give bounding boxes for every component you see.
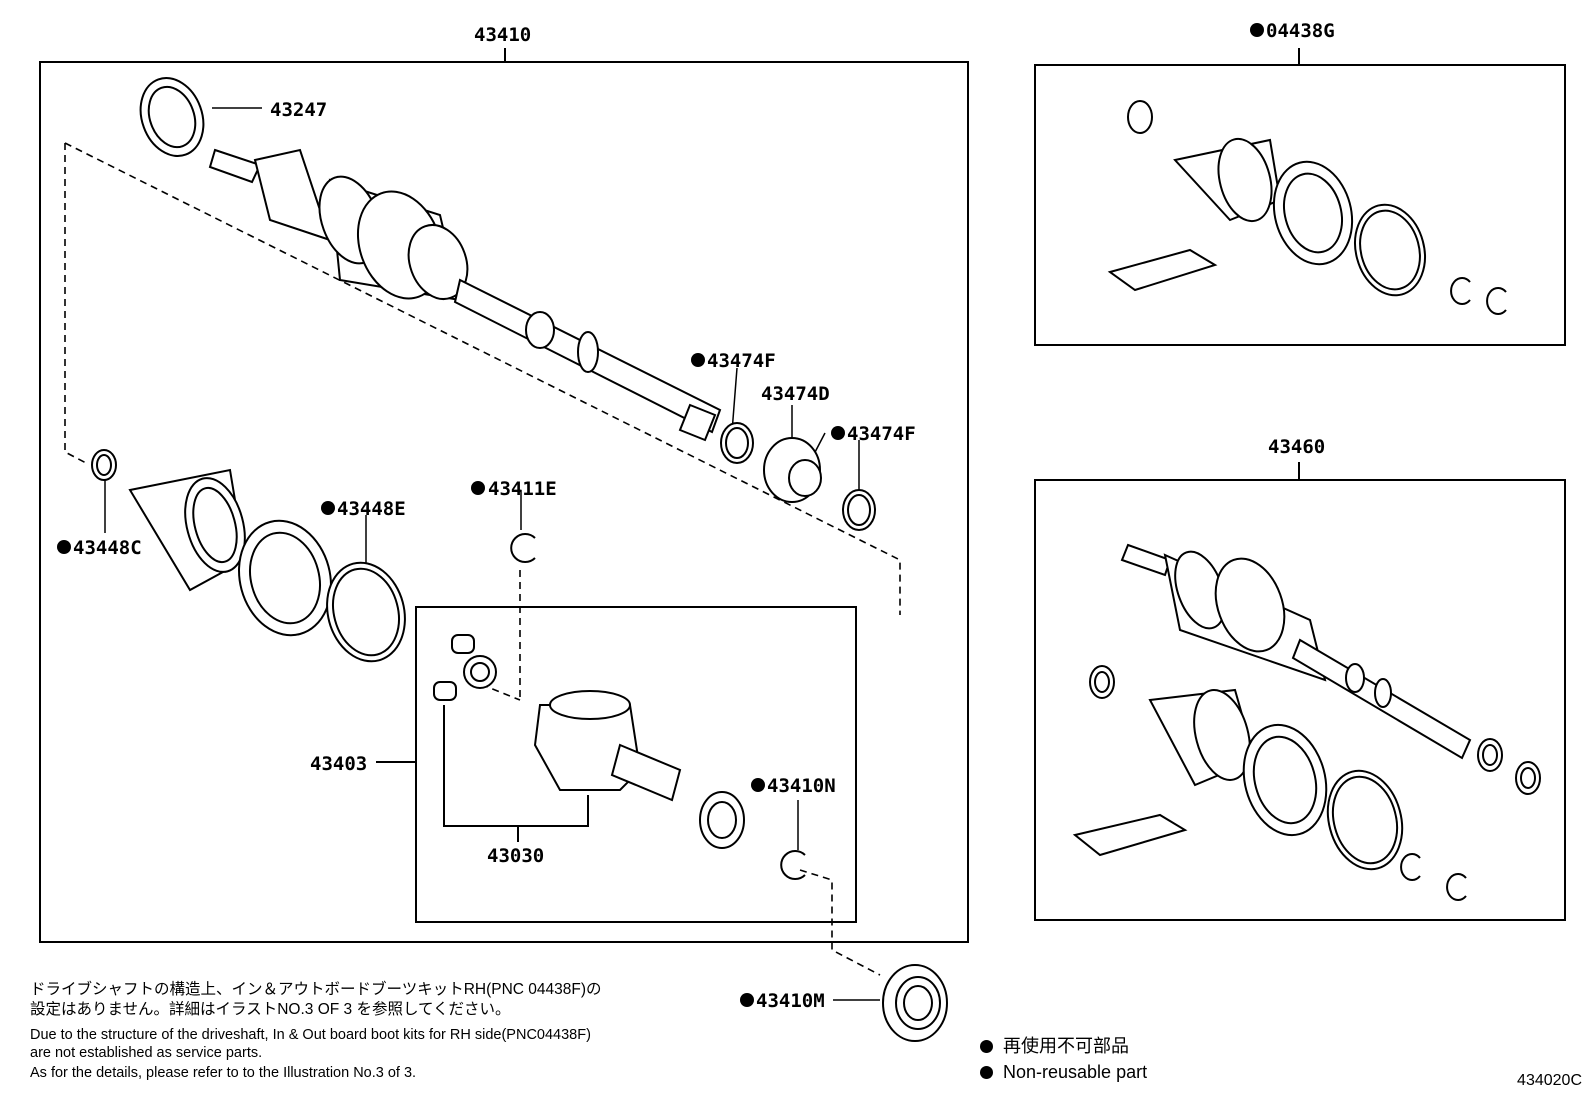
bullet-43448E [321, 501, 335, 515]
snap-ring-43411E [510, 533, 536, 563]
label-43411E: 43411E [488, 478, 557, 500]
illustration-id: 434020C [1517, 1072, 1582, 1089]
driveshaft-assembly-43460 [1072, 543, 1541, 901]
legend-jp: 再使用不可部品 [1003, 1036, 1129, 1056]
snap-ring-43410N [780, 850, 806, 880]
label-43247: 43247 [270, 99, 327, 121]
bullet-43474F-a [691, 353, 705, 367]
label-43448E: 43448E [337, 498, 406, 520]
legend: 再使用不可部品 Non-reusable part [980, 1033, 1147, 1085]
bullet-04438G [1250, 23, 1264, 37]
driveshaft-assembly-43410 [208, 148, 722, 442]
bullet-43474F-b [831, 426, 845, 440]
label-43474F-a: 43474F [707, 350, 776, 372]
note-jp-2: 設定はありません。詳細はイラストNO.3 OF 3 を参照してください。 [30, 1001, 511, 1018]
note-en-1: Due to the structure of the driveshaft, … [30, 1027, 591, 1043]
label-04438G: 04438G [1266, 20, 1335, 42]
label-43410: 43410 [474, 24, 531, 46]
bullet-icon [980, 1066, 993, 1079]
label-43474F-b: 43474F [847, 423, 916, 445]
legend-en: Non-reusable part [1003, 1062, 1148, 1082]
frame-43403 [415, 606, 857, 923]
boot [128, 468, 247, 592]
label-43030: 43030 [487, 845, 544, 867]
label-43474D: 43474D [761, 383, 830, 405]
frame-43460 [1034, 479, 1566, 921]
label-43403: 43403 [310, 753, 367, 775]
tripod-joint-43030 [433, 634, 497, 701]
bullet-43410N [751, 778, 765, 792]
note-jp-1: ドライブシャフトの構造上、イン＆アウトボードブーツキットRH(PNC 04438… [30, 981, 602, 998]
boot-kit-04438G [1107, 100, 1507, 315]
note-en-2: are not established as service parts. [30, 1045, 263, 1061]
bullet-icon [980, 1040, 993, 1053]
label-43460: 43460 [1268, 436, 1325, 458]
label-43410M: 43410M [756, 990, 825, 1012]
inboard-joint-43403 [533, 690, 682, 802]
bullet-43448C [57, 540, 71, 554]
label-43410N: 43410N [767, 775, 836, 797]
bullet-43410M [740, 993, 754, 1007]
bullet-43411E [471, 481, 485, 495]
note-en-3: As for the details, please refer to to t… [30, 1065, 417, 1081]
label-43448C: 43448C [73, 537, 142, 559]
